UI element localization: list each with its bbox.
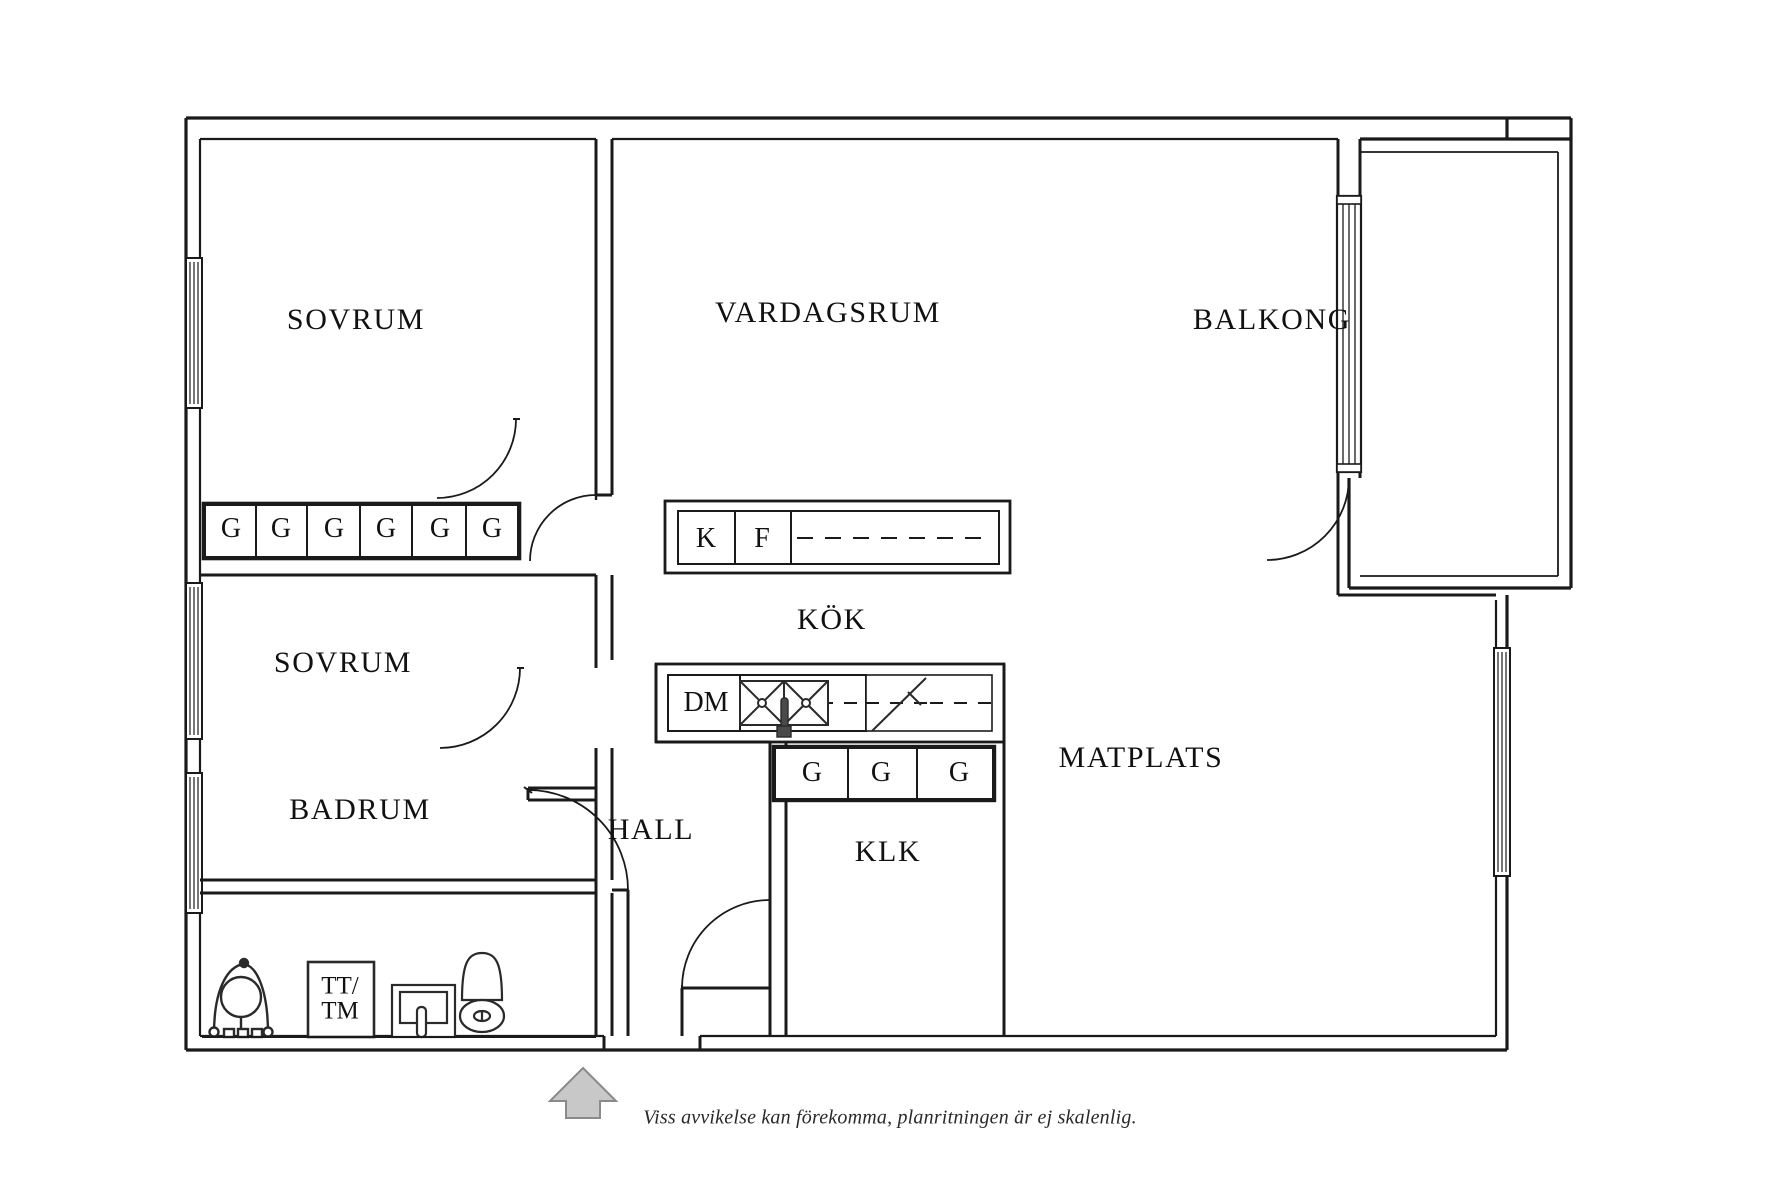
balcony-door-window — [1335, 194, 1363, 474]
inner-wall-lines — [198, 137, 1498, 1038]
kitchen-upper-counter — [663, 499, 1012, 575]
wardrobe-row-sovrum-boxes — [201, 501, 522, 561]
balcony-outline — [1347, 116, 1573, 590]
window-sovrum-1 — [185, 257, 203, 409]
wardrobe-label-g-5: G — [429, 513, 451, 544]
window-badrum — [185, 772, 203, 914]
wardrobe-label-g-4: G — [375, 513, 397, 544]
washer-dryer-label: TT/ TM — [321, 972, 359, 1024]
freezer-label: F — [754, 523, 770, 554]
wardrobe-label-g-1: G — [220, 513, 242, 544]
washer-dryer-box — [306, 960, 376, 1039]
window-sovrum-2 — [185, 582, 203, 740]
room-label-kok: KÖK — [797, 603, 867, 636]
sovrum-2-door-jamb — [594, 575, 614, 880]
klk-wardrobe-label-g-1: G — [801, 757, 823, 788]
double-sink-symbol — [739, 680, 829, 726]
wardrobe-row-klk-boxes — [771, 744, 997, 803]
shower-symbol — [208, 957, 274, 1039]
room-label-badrum: BADRUM — [289, 793, 431, 826]
plan-disclaimer-caption: Viss avvikelse kan förekomma, planritnin… — [643, 1106, 1137, 1129]
matplats-partition — [1002, 593, 1496, 1036]
wardrobe-label-g-2: G — [270, 513, 292, 544]
balcony-door-swing — [1266, 477, 1350, 561]
washer-dryer-label-line2: TM — [321, 997, 359, 1024]
fridge-label: K — [695, 523, 717, 554]
room-label-klk: KLK — [854, 835, 922, 868]
balcony-inner-line — [1360, 151, 1559, 577]
washer-dryer-label-line1: TT/ — [321, 972, 359, 1000]
door-sovrum-1 — [529, 494, 598, 562]
room-label-sovrum-1: SOVRUM — [286, 303, 426, 336]
front-door-opening — [602, 1036, 702, 1050]
window-matplats — [1493, 647, 1511, 877]
toilet-symbol — [458, 951, 506, 1034]
badrum-door-frame — [526, 786, 630, 1036]
wardrobe-label-g-6: G — [481, 513, 503, 544]
room-label-sovrum-2: SOVRUM — [273, 646, 413, 679]
klk-wardrobe-label-g-2: G — [870, 757, 892, 788]
interior-walls — [200, 139, 614, 1050]
room-label-balkong: BALKONG — [1192, 303, 1352, 336]
dishwasher-label: DM — [683, 687, 729, 718]
sink-faucet-symbol — [776, 697, 792, 738]
sink-symbol — [390, 983, 457, 1039]
stove-symbol — [871, 677, 927, 732]
door-arc-klk — [681, 899, 771, 992]
room-label-vardagsrum: VARDAGSRUM — [714, 296, 942, 329]
room-label-hall: HALL — [607, 813, 695, 846]
outer-walls — [184, 116, 1509, 1052]
wardrobe-label-g-3: G — [323, 513, 345, 544]
klk-door-frame — [680, 986, 770, 1036]
klk-wardrobe-label-g-3: G — [948, 757, 970, 788]
door-arc-sovrum-2 — [439, 667, 524, 749]
entrance-arrow — [547, 1066, 619, 1119]
room-label-matplats: MATPLATS — [1058, 741, 1224, 774]
door-arc-sovrum-1 — [436, 418, 520, 499]
